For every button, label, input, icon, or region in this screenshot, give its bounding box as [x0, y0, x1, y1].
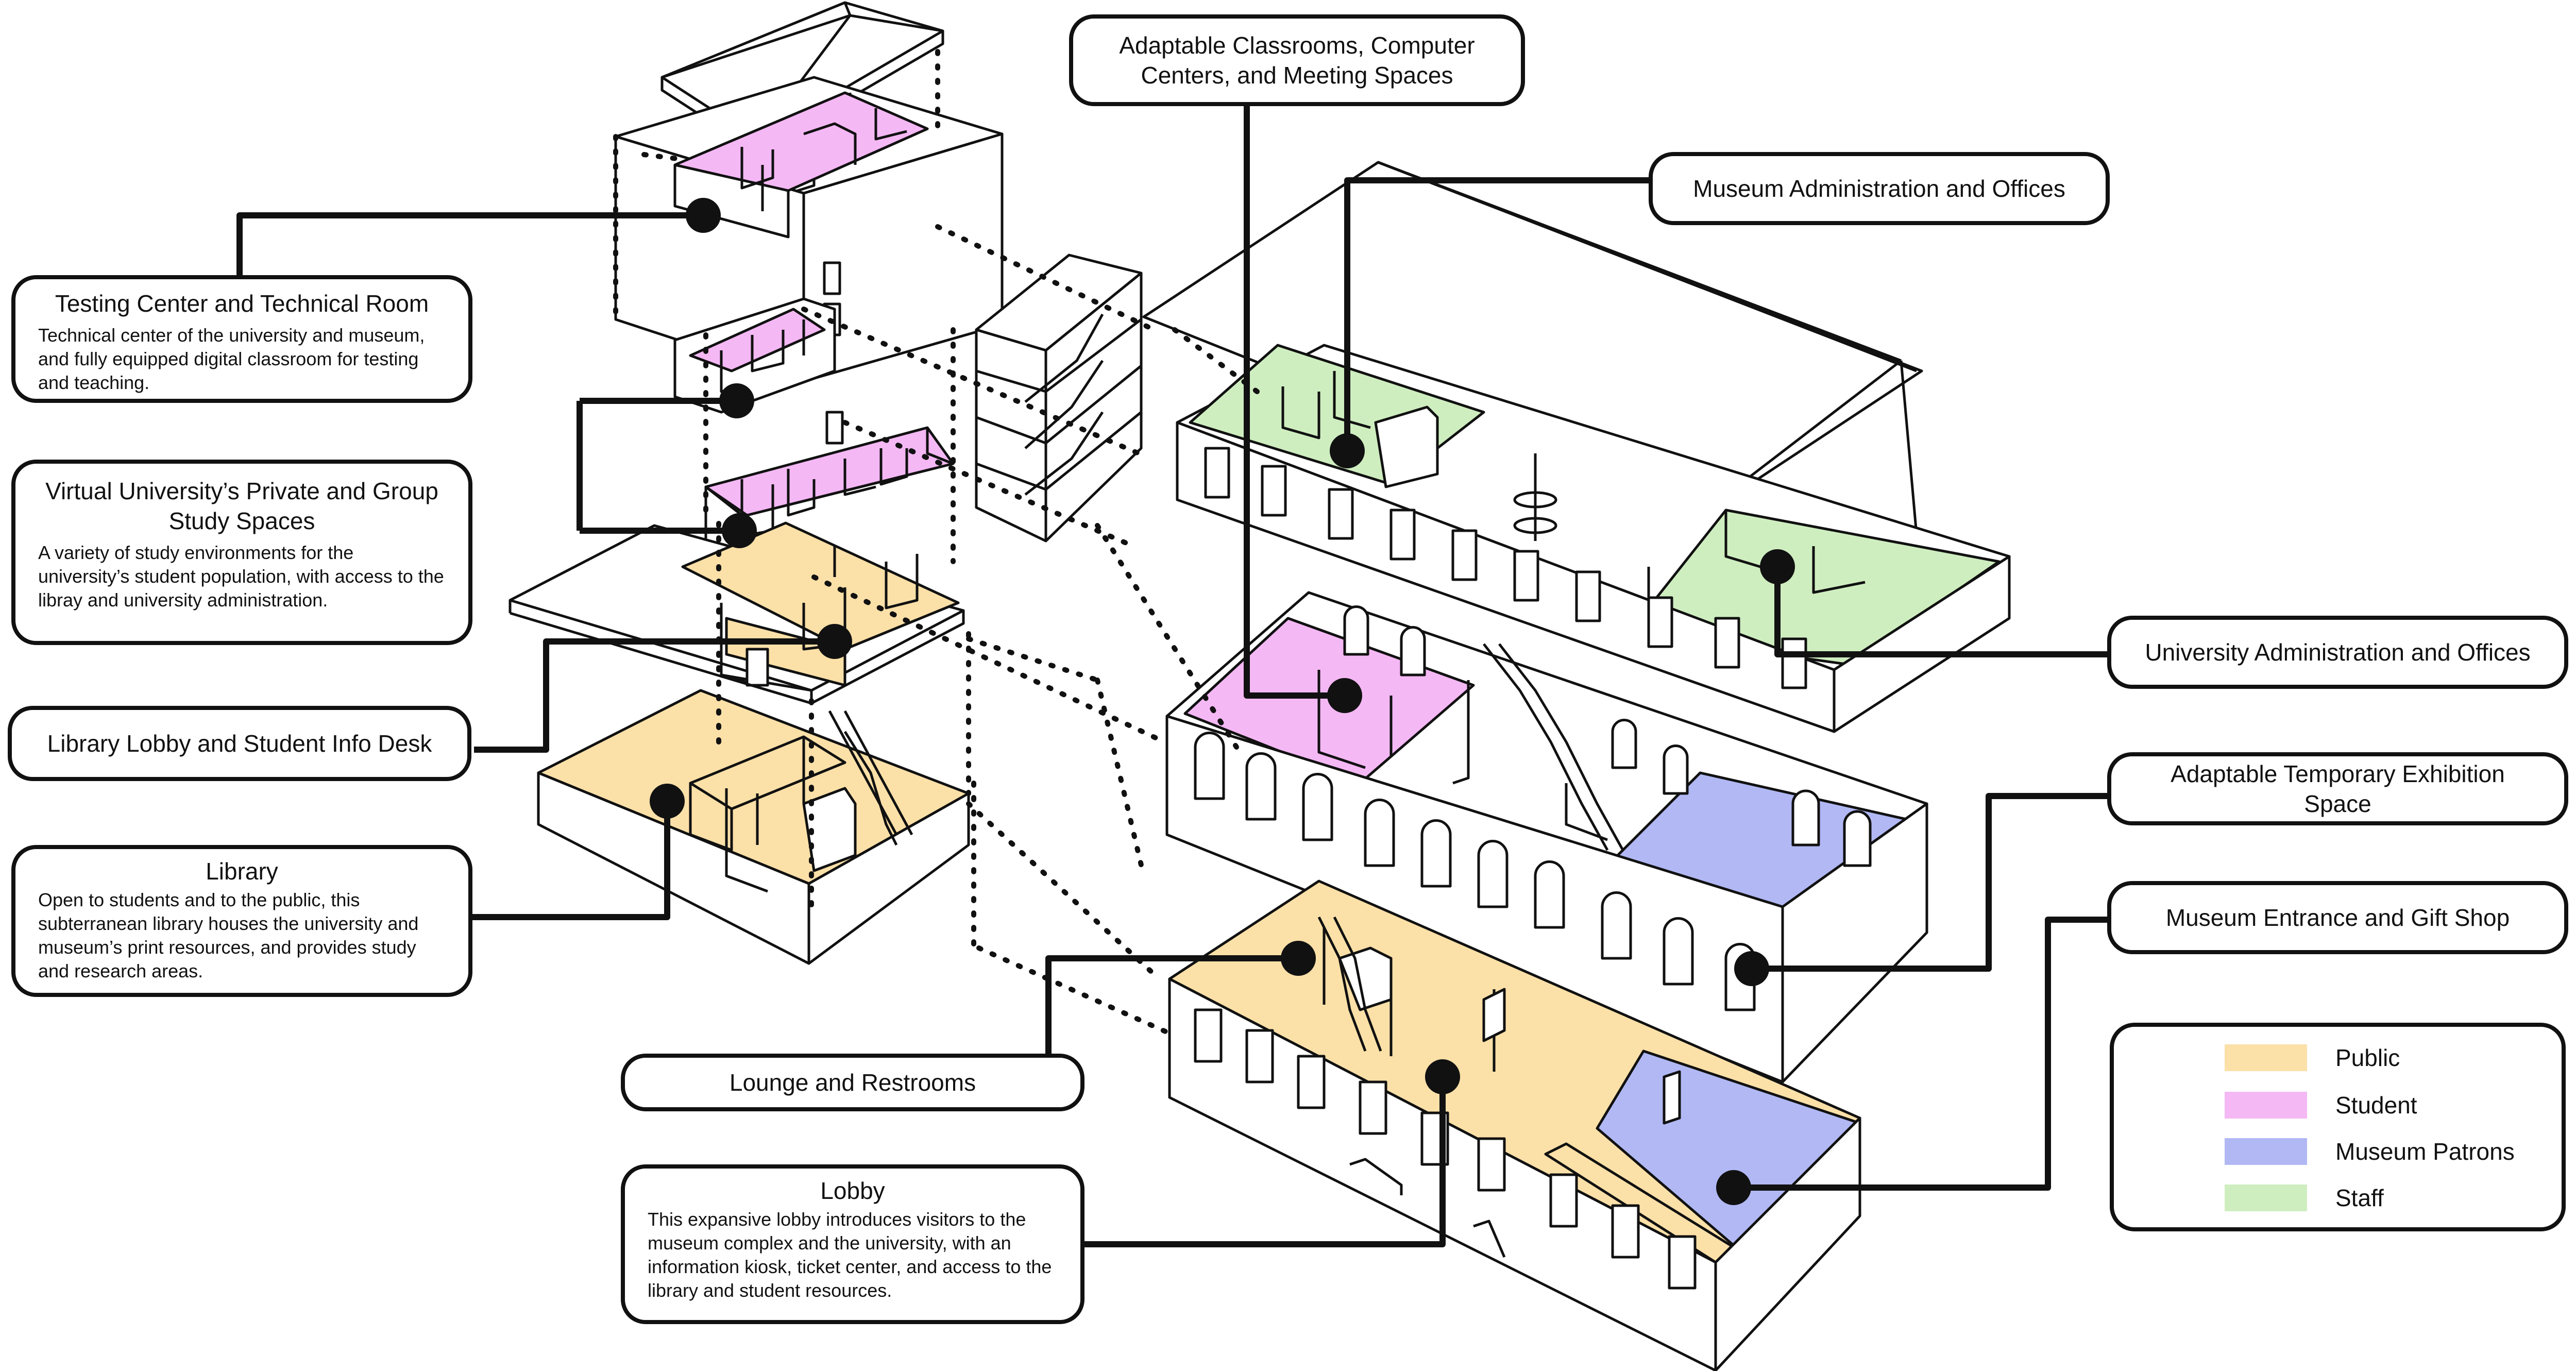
legend-item-public: Public — [2225, 1042, 2400, 1073]
label-title: Adaptable Classrooms, Computer Centers, … — [1119, 32, 1475, 89]
leader-library — [469, 801, 670, 920]
label-museum-entrance: Museum Entrance and Gift Shop — [2107, 881, 2568, 954]
label-description: Technical center of the university and m… — [38, 325, 425, 393]
main-roof — [1142, 161, 1923, 593]
legend-swatch-student — [2225, 1092, 2307, 1119]
dot-lounge — [1281, 941, 1316, 976]
dot-museum-admin — [1330, 433, 1365, 468]
dot-lobby — [1425, 1059, 1460, 1094]
tower-floor-study-1 — [673, 297, 844, 445]
legend-swatch-public — [2225, 1044, 2307, 1071]
label-title: Library — [206, 858, 278, 885]
label-description: A variety of study environments for the … — [38, 542, 444, 611]
label-lobby: Lobby This expansive lobby introduces vi… — [621, 1164, 1084, 1324]
label-description: Open to students and to the public, this… — [38, 889, 419, 981]
dot-museum-entrance — [1716, 1170, 1751, 1205]
leader-adaptable-classrooms — [1244, 103, 1345, 699]
tower-floor-library — [537, 689, 970, 965]
legend-swatch-staff — [2225, 1184, 2307, 1211]
legend-label: Student — [2335, 1092, 2417, 1119]
dot-study-2 — [722, 513, 757, 548]
explode-guide-lines — [613, 49, 1260, 1038]
label-title: Museum Entrance and Gift Shop — [2165, 904, 2510, 931]
leader-lounge — [1045, 955, 1298, 1056]
label-title: Adaptable Temporary Exhibition Space — [2171, 760, 2505, 817]
upper-floor — [1176, 344, 2011, 733]
label-title: Lounge and Restrooms — [729, 1069, 976, 1096]
label-museum-admin: Museum Administration and Offices — [1649, 152, 2110, 225]
dot-study-1 — [719, 383, 754, 418]
label-title: Virtual University’s Private and Group S… — [45, 478, 438, 534]
label-lounge: Lounge and Restrooms — [621, 1054, 1084, 1111]
label-title: Lobby — [820, 1177, 885, 1204]
legend-swatch-museum-patrons — [2225, 1138, 2307, 1165]
stair-tower — [975, 253, 1143, 543]
legend-label: Public — [2335, 1044, 2400, 1071]
dot-temporary-exhibition — [1734, 951, 1769, 986]
label-title: Museum Administration and Offices — [1693, 175, 2065, 202]
leader-university-admin — [1774, 567, 2107, 657]
leader-library-lobby — [474, 638, 835, 753]
label-testing-center: Testing Center and Technical Room Techni… — [11, 275, 472, 403]
legend-item-staff: Staff — [2225, 1182, 2384, 1213]
label-title: University Administration and Offices — [2145, 639, 2531, 666]
tower-floor-testing — [614, 76, 1004, 383]
label-adaptable-classrooms: Adaptable Classrooms, Computer Centers, … — [1069, 14, 1525, 106]
leader-museum-entrance — [1731, 917, 2107, 1191]
legend-item-student: Student — [2225, 1090, 2417, 1121]
leader-temporary-exhibition — [1752, 793, 2107, 972]
legend-item-museum-patrons: Museum Patrons — [2225, 1136, 2515, 1167]
legend-label: Museum Patrons — [2335, 1138, 2515, 1165]
leader-dots — [650, 198, 1795, 1205]
label-university-admin: University Administration and Offices — [2107, 616, 2568, 689]
middle-floor — [1165, 591, 1928, 1084]
leader-testing — [236, 212, 706, 275]
label-library-lobby: Library Lobby and Student Info Desk — [8, 706, 471, 781]
dot-university-admin — [1760, 549, 1795, 584]
label-temporary-exhibition: Adaptable Temporary Exhibition Space — [2107, 752, 2568, 825]
label-title: Testing Center and Technical Room — [55, 290, 429, 317]
leader-lobby — [1084, 1077, 1446, 1247]
legend-label: Staff — [2335, 1184, 2384, 1211]
dot-testing — [686, 198, 721, 233]
dot-adaptable-classrooms — [1327, 678, 1362, 713]
leader-lines — [236, 103, 2107, 1247]
label-virtual-university: Virtual University’s Private and Group S… — [11, 460, 472, 645]
label-title: Library Lobby and Student Info Desk — [47, 730, 432, 757]
left-tower — [509, 1, 1004, 965]
legend: Public Student Museum Patrons Staff — [2110, 1023, 2566, 1231]
leader-museum-admin — [1344, 177, 1649, 451]
label-description: This expansive lobby introduces visitors… — [648, 1209, 1052, 1301]
right-building — [1142, 161, 2011, 1371]
dot-library-lobby — [817, 624, 852, 659]
label-library: Library Open to students and to the publ… — [11, 845, 472, 997]
dot-library — [650, 784, 685, 819]
